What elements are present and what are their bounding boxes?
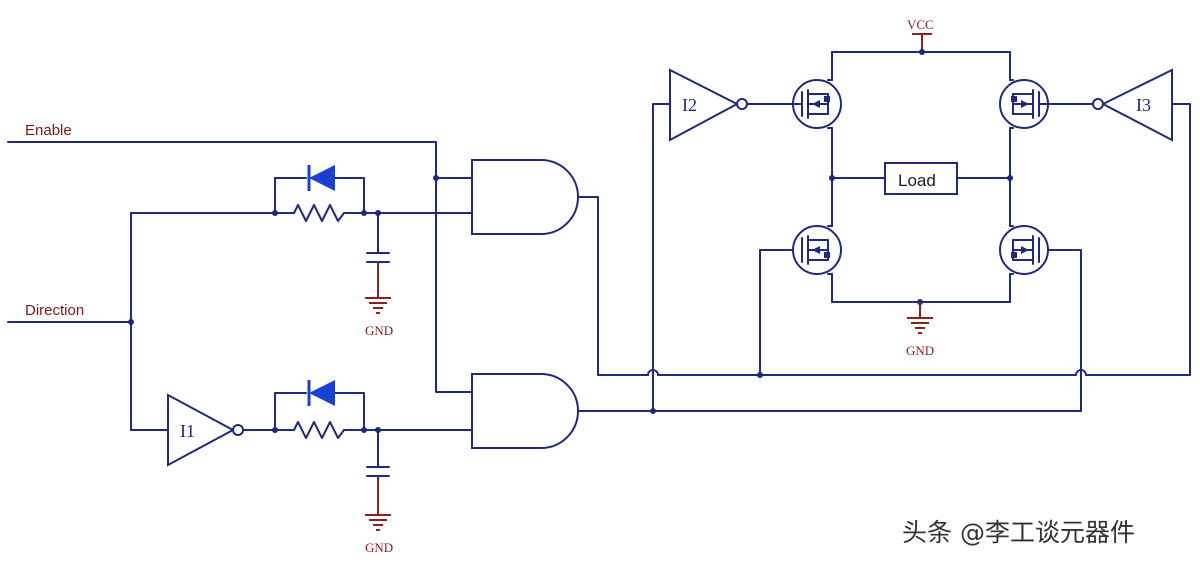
and-gate-bottom (471, 373, 579, 449)
watermark: 头条 @李工谈元器件 (902, 518, 1135, 547)
direction-net (7, 212, 276, 431)
mosfet-q3-bottom-left (792, 225, 842, 275)
ground-rail (831, 273, 1011, 334)
direction-label: Direction (25, 302, 84, 319)
enable-label: Enable (25, 122, 72, 139)
i2-label: I2 (682, 95, 697, 115)
inverter-i2 (669, 68, 794, 142)
top-delay-network (272, 177, 473, 222)
and-gate-top (471, 159, 579, 235)
vcc-rail (831, 33, 1011, 81)
load-box (884, 162, 958, 195)
enable-net (7, 141, 473, 393)
gnd-symbol-2 (365, 514, 391, 531)
inverter-i1 (167, 393, 244, 467)
load-label: Load (898, 171, 936, 190)
and-top-output-net (577, 103, 1191, 378)
gnd-symbol-1 (365, 297, 391, 314)
bottom-diode (307, 380, 335, 406)
top-diode (307, 165, 335, 191)
i3-label: I3 (1136, 95, 1151, 115)
inverter-i3 (1047, 68, 1188, 142)
vcc-label: VCC (907, 17, 934, 32)
i1-label: I1 (180, 421, 195, 441)
top-capacitor (366, 212, 390, 298)
gnd-label-1: GND (365, 323, 393, 338)
mosfet-q2-top-right (999, 79, 1049, 129)
bottom-delay-network (242, 392, 473, 439)
mosfet-q4-bottom-right (999, 225, 1049, 275)
bottom-capacitor (366, 429, 390, 515)
mosfet-q1-top-left (792, 79, 842, 129)
and-bottom-output-net (577, 103, 1082, 414)
gnd-label-2: GND (365, 540, 393, 555)
gnd-label-3: GND (906, 343, 934, 358)
h-bridge-mid-node (829, 127, 1013, 227)
